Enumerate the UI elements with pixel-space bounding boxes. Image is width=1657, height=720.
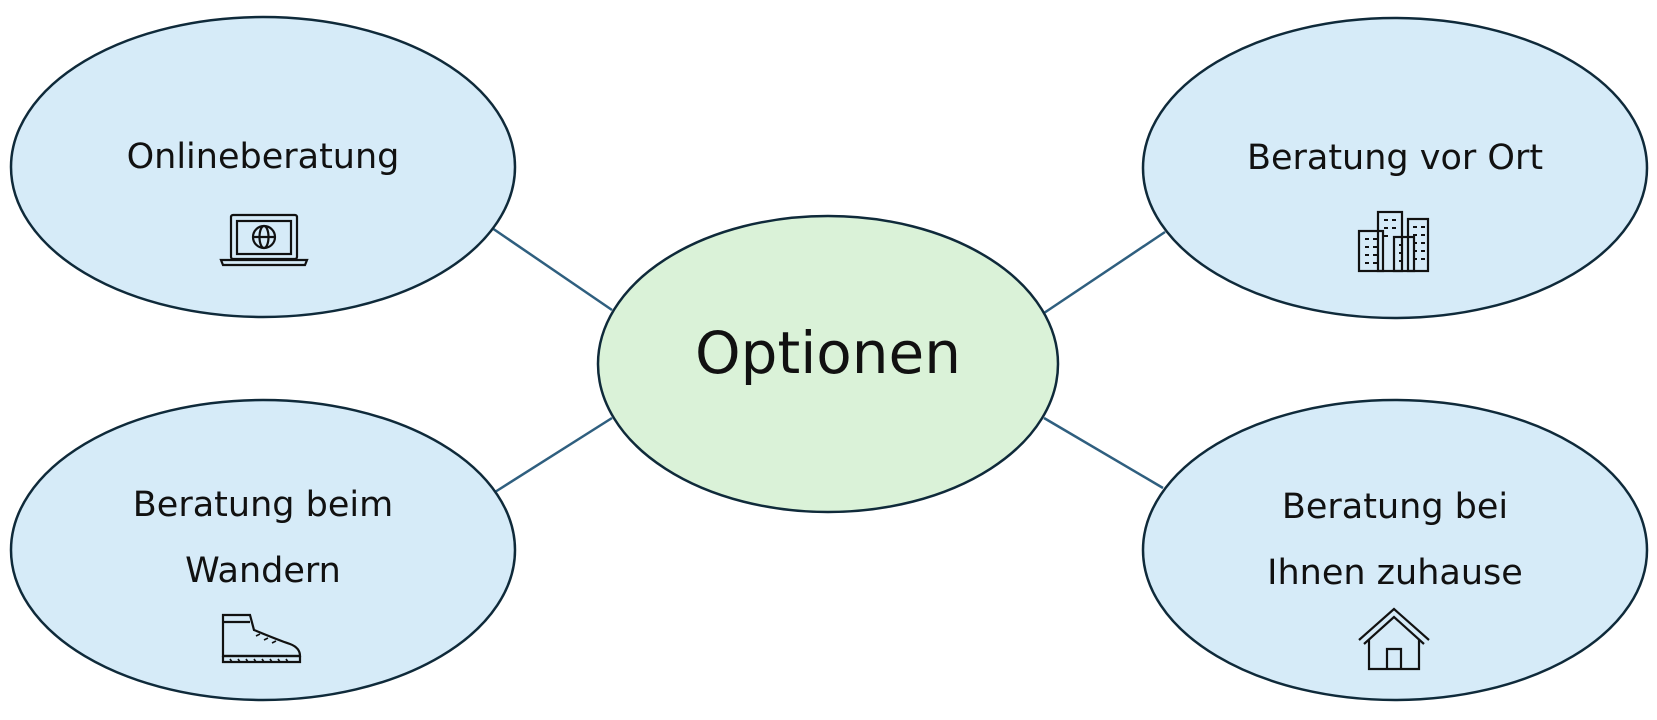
node-vor-ort-label: Beratung vor Ort [1246,138,1544,178]
hiking-boot-icon [220,612,304,664]
office-buildings-icon [1356,209,1432,273]
node-wandern-label-line-1: Beratung beim [132,485,394,525]
connector-zuhause [1043,416,1164,490]
house-icon [1356,606,1432,672]
node-online-ellipse [9,15,517,319]
node-zuhause-label-line-2: Ihnen zuhause [1267,553,1523,593]
center-label: Optionen [694,319,961,387]
node-zuhause-ellipse [1141,398,1649,702]
node-zuhause-label-line-1: Beratung bei [1281,487,1509,527]
center-ellipse [596,214,1060,514]
node-vor-ort-ellipse [1141,16,1649,320]
connector-vor-ort [1043,230,1166,315]
laptop-globe-icon [218,212,310,268]
node-online-label: Onlineberatung [126,137,400,177]
connector-wandern [494,416,613,494]
node-wandern-label-line-2: Wandern [185,551,341,591]
connector-online [491,226,613,312]
node-wandern-ellipse [9,398,517,702]
